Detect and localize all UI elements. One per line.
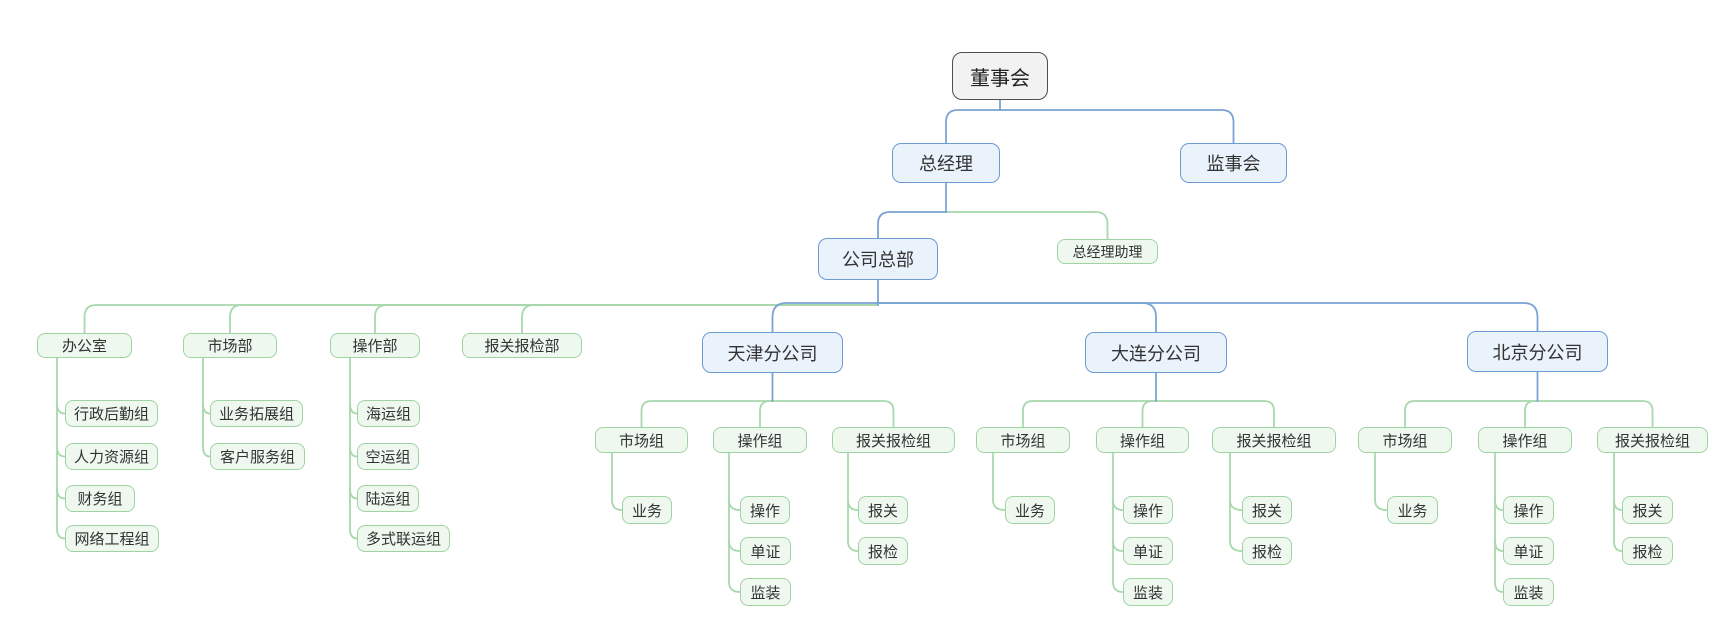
connector-drop <box>521 304 879 334</box>
org-node-beijing-marketing-team[interactable]: 市场组 <box>1358 427 1452 453</box>
org-node-office[interactable]: 办公室 <box>37 333 132 358</box>
org-node-beijing-customs-declaration[interactable]: 报关 <box>1622 496 1673 524</box>
org-node-tianjin-customs-declaration[interactable]: 报关 <box>858 496 908 524</box>
connector-rail-elbow <box>1494 540 1504 552</box>
connector-rail-elbow <box>1112 581 1124 593</box>
connector-drop <box>1141 400 1157 428</box>
connector-rail-elbow <box>56 527 66 540</box>
org-node-tianjin-loading-supervision[interactable]: 监装 <box>740 578 791 606</box>
org-node-customer-service-team[interactable]: 客户服务组 <box>210 443 305 470</box>
connector-rail-elbow <box>728 499 741 511</box>
connector-rail-elbow <box>202 402 211 415</box>
org-node-beijing-loading-supervision[interactable]: 监装 <box>1503 578 1554 606</box>
connector-rail-elbow <box>349 402 358 415</box>
connector-rail-elbow <box>728 581 741 593</box>
connector-drop <box>771 400 895 428</box>
org-node-beijing-customs-inspection[interactable]: 报检 <box>1622 537 1673 565</box>
connector-drop <box>1524 400 1539 428</box>
connector-rail-elbow <box>1229 499 1243 511</box>
connector-drop <box>640 400 774 428</box>
connector-drop <box>759 400 774 428</box>
connector-drop <box>877 302 1157 333</box>
org-node-beijing-documentation[interactable]: 单证 <box>1503 537 1554 565</box>
connector-rail-elbow <box>992 499 1006 511</box>
connector-drop <box>1536 400 1654 428</box>
connector-drop <box>945 109 1001 144</box>
connector-rail-elbow <box>56 402 66 415</box>
org-node-marketing-dept[interactable]: 市场部 <box>183 333 277 358</box>
connector-drop <box>999 109 1235 144</box>
connector-drop <box>945 211 1109 240</box>
connector-rail-elbow <box>1494 581 1504 593</box>
org-node-business-development-team[interactable]: 业务拓展组 <box>210 400 303 427</box>
org-node-tianjin-customs-inspection[interactable]: 报检 <box>858 537 908 565</box>
connector-rail-elbow <box>728 540 741 552</box>
connector-rail-elbow <box>202 445 211 458</box>
org-node-beijing-branch[interactable]: 北京分公司 <box>1467 331 1608 372</box>
org-node-tianjin-documentation[interactable]: 单证 <box>740 537 791 565</box>
org-node-beijing-operations-team[interactable]: 操作组 <box>1478 427 1572 453</box>
connector-rail-elbow <box>1112 540 1124 552</box>
org-node-land-freight-team[interactable]: 陆运组 <box>357 485 419 512</box>
connector-drop <box>877 211 947 239</box>
connector-drop <box>1022 400 1157 428</box>
connector-rail-elbow <box>1229 540 1243 552</box>
org-node-dalian-loading-supervision[interactable]: 监装 <box>1123 578 1173 606</box>
connector-rail-elbow <box>56 487 66 500</box>
org-node-tianjin-operations-team[interactable]: 操作组 <box>713 427 807 453</box>
connector-rail-elbow <box>1613 499 1623 511</box>
org-node-beijing-customs-team[interactable]: 报关报检组 <box>1597 427 1708 453</box>
org-node-finance-team[interactable]: 财务组 <box>65 485 135 512</box>
org-node-sea-freight-team[interactable]: 海运组 <box>357 400 420 427</box>
org-node-tianjin-marketing-team[interactable]: 市场组 <box>595 427 688 453</box>
org-node-beijing-operation[interactable]: 操作 <box>1503 496 1554 524</box>
connector-rail-elbow <box>1112 499 1124 511</box>
connector-drop <box>1155 400 1275 428</box>
org-node-multimodal-transport-team[interactable]: 多式联运组 <box>357 525 450 552</box>
org-node-dalian-sales[interactable]: 业务 <box>1005 496 1055 524</box>
org-node-operations-dept[interactable]: 操作部 <box>330 333 420 358</box>
org-node-supervisory-board[interactable]: 监事会 <box>1180 143 1287 183</box>
org-node-dalian-operations-team[interactable]: 操作组 <box>1096 427 1189 453</box>
connector-rail-elbow <box>847 499 859 511</box>
connector-rail-elbow <box>56 445 66 458</box>
org-node-dalian-customs-team[interactable]: 报关报检组 <box>1212 427 1336 453</box>
connector-rail-elbow <box>1494 499 1504 511</box>
org-node-tianjin-branch[interactable]: 天津分公司 <box>702 332 843 373</box>
connector-rail-elbow <box>1613 540 1623 552</box>
org-node-dalian-branch[interactable]: 大连分公司 <box>1085 332 1227 373</box>
org-node-tianjin-operation[interactable]: 操作 <box>740 496 790 524</box>
connector-rail-elbow <box>1374 499 1388 511</box>
connector-rail-elbow <box>349 445 358 458</box>
connector-rail-elbow <box>611 499 623 511</box>
connector-drop <box>771 302 879 333</box>
org-node-admin-logistics-team[interactable]: 行政后勤组 <box>65 400 158 427</box>
org-node-dalian-marketing-team[interactable]: 市场组 <box>976 427 1070 453</box>
org-node-dalian-operation[interactable]: 操作 <box>1123 496 1173 524</box>
org-node-dalian-documentation[interactable]: 单证 <box>1123 537 1173 565</box>
org-node-network-engineering-team[interactable]: 网络工程组 <box>65 525 159 552</box>
connector-rail-elbow <box>847 540 859 552</box>
org-node-tianjin-customs-team[interactable]: 报关报检组 <box>832 427 955 453</box>
org-node-hr-team[interactable]: 人力资源组 <box>65 443 158 470</box>
org-node-beijing-sales[interactable]: 业务 <box>1387 496 1438 524</box>
connector-drop <box>229 304 879 334</box>
org-node-board[interactable]: 董事会 <box>952 52 1048 100</box>
org-node-headquarters[interactable]: 公司总部 <box>818 238 938 280</box>
org-node-air-freight-team[interactable]: 空运组 <box>357 443 419 470</box>
connector-rail-elbow <box>349 527 358 540</box>
org-node-customs-inspection-dept[interactable]: 报关报检部 <box>462 333 582 358</box>
connector-drop <box>1404 400 1539 428</box>
org-node-tianjin-sales[interactable]: 业务 <box>622 496 672 524</box>
org-node-dalian-customs-declaration[interactable]: 报关 <box>1242 496 1292 524</box>
org-node-dalian-customs-inspection[interactable]: 报检 <box>1242 537 1292 565</box>
connector-drop <box>877 302 1539 332</box>
org-node-gm-assistant[interactable]: 总经理助理 <box>1057 239 1158 264</box>
connector-drop <box>374 304 879 334</box>
connector-rail-elbow <box>349 487 358 500</box>
org-node-general-manager[interactable]: 总经理 <box>892 143 1000 183</box>
connector-drop <box>83 304 879 334</box>
